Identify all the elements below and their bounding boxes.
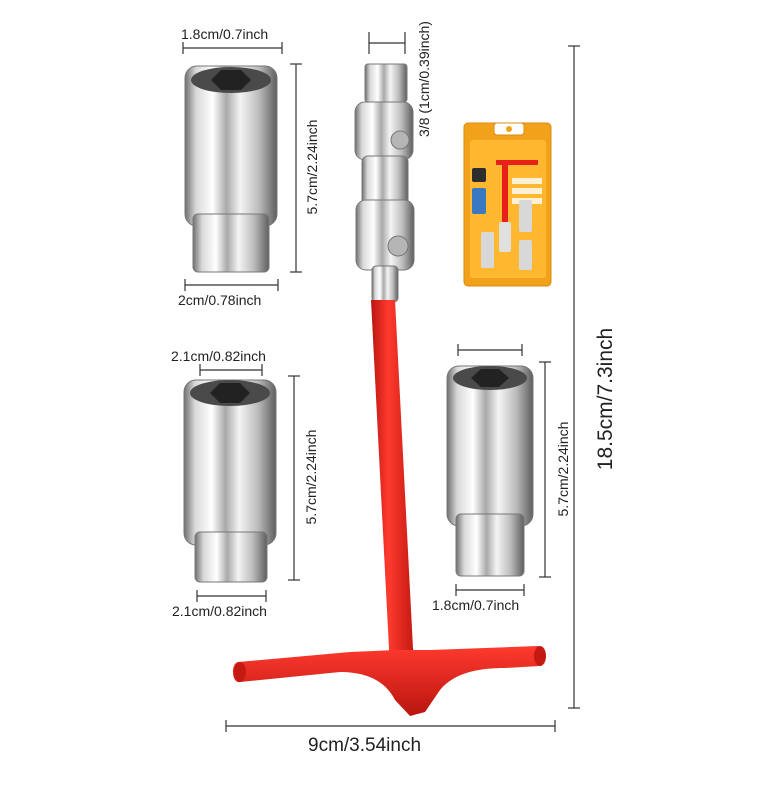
dim-lines-mid-left bbox=[196, 364, 300, 602]
socket-mid-left-base-label: 2.1cm/0.82inch bbox=[172, 603, 267, 619]
product-package bbox=[463, 122, 552, 287]
total-width-label: 9cm/3.54inch bbox=[308, 735, 422, 756]
dim-lines-top-left bbox=[182, 42, 302, 291]
dim-lines-overall bbox=[225, 45, 580, 732]
socket-top-left-base-label: 2cm/0.78inch bbox=[178, 292, 262, 308]
t-handle-wrench bbox=[232, 63, 546, 716]
socket-top-left bbox=[184, 65, 278, 273]
socket-top-left-width-label: 1.8cm/0.7inch bbox=[181, 26, 269, 42]
dim-lines-drive bbox=[368, 32, 406, 54]
dim-lines-right bbox=[455, 344, 551, 596]
socket-right bbox=[446, 365, 534, 577]
socket-top-left-height-label: 5.7cm/2.24inch bbox=[304, 119, 320, 215]
total-height-label: 18.5cm/7.3inch bbox=[594, 327, 617, 471]
socket-mid-left bbox=[183, 379, 277, 583]
socket-right-height-label: 5.7cm/2.24inch bbox=[555, 421, 571, 517]
drive-size-label: 3/8 (1cm/0.39inch) bbox=[416, 21, 432, 137]
socket-right-base-label: 1.8cm/0.7inch bbox=[432, 597, 520, 613]
socket-mid-left-height-label: 5.7cm/2.24inch bbox=[303, 429, 319, 525]
socket-mid-left-width-label: 2.1cm/0.82inch bbox=[171, 348, 266, 364]
